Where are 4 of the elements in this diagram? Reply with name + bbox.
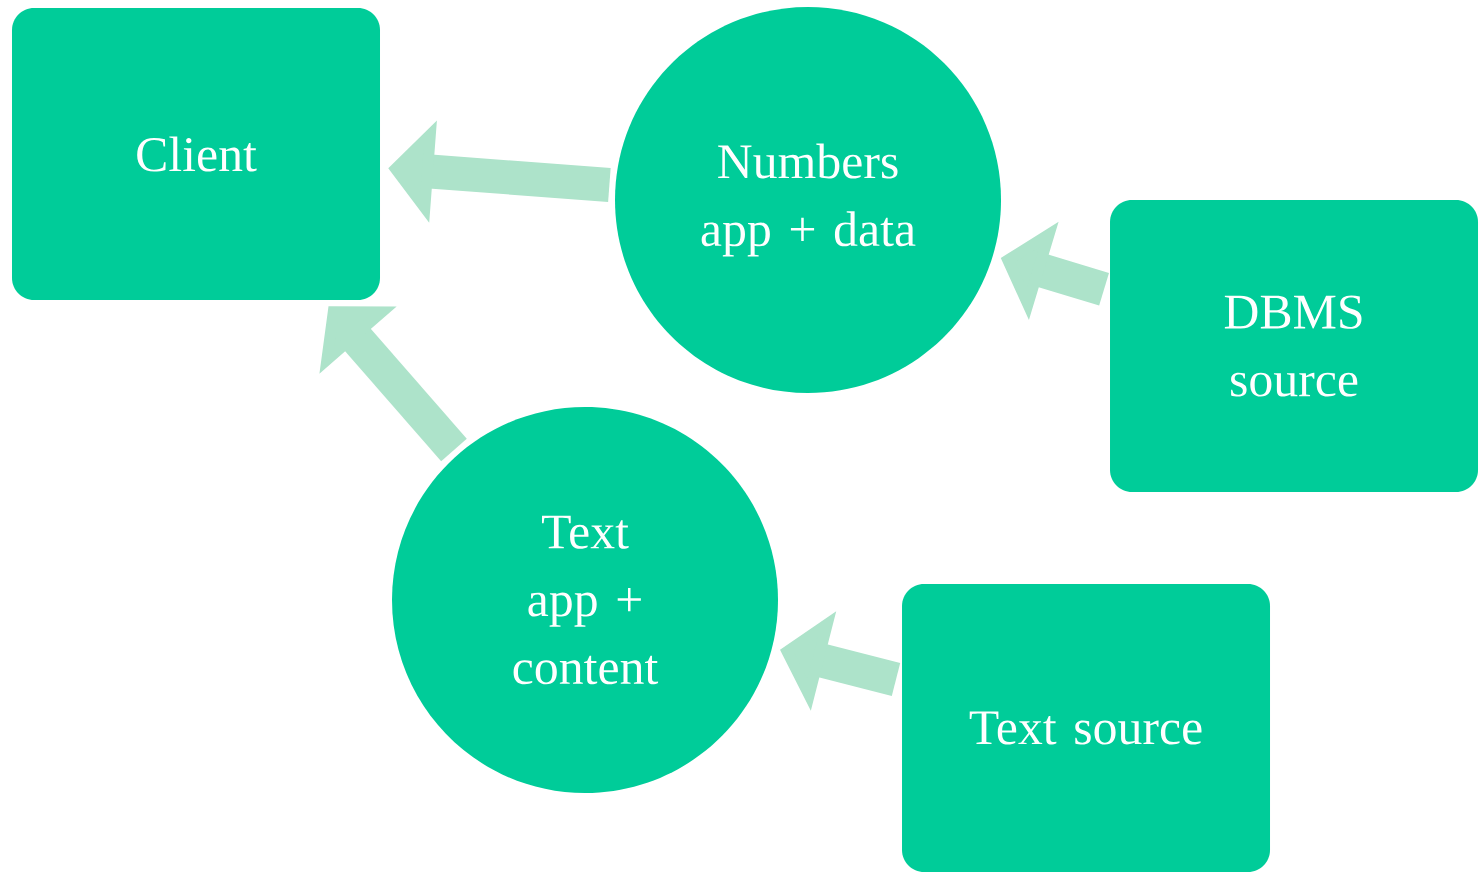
- arrow: [319, 306, 467, 462]
- process-box: Client: [12, 8, 380, 300]
- process-box: DBMS source: [1110, 200, 1478, 492]
- process-box: Text source: [902, 584, 1270, 872]
